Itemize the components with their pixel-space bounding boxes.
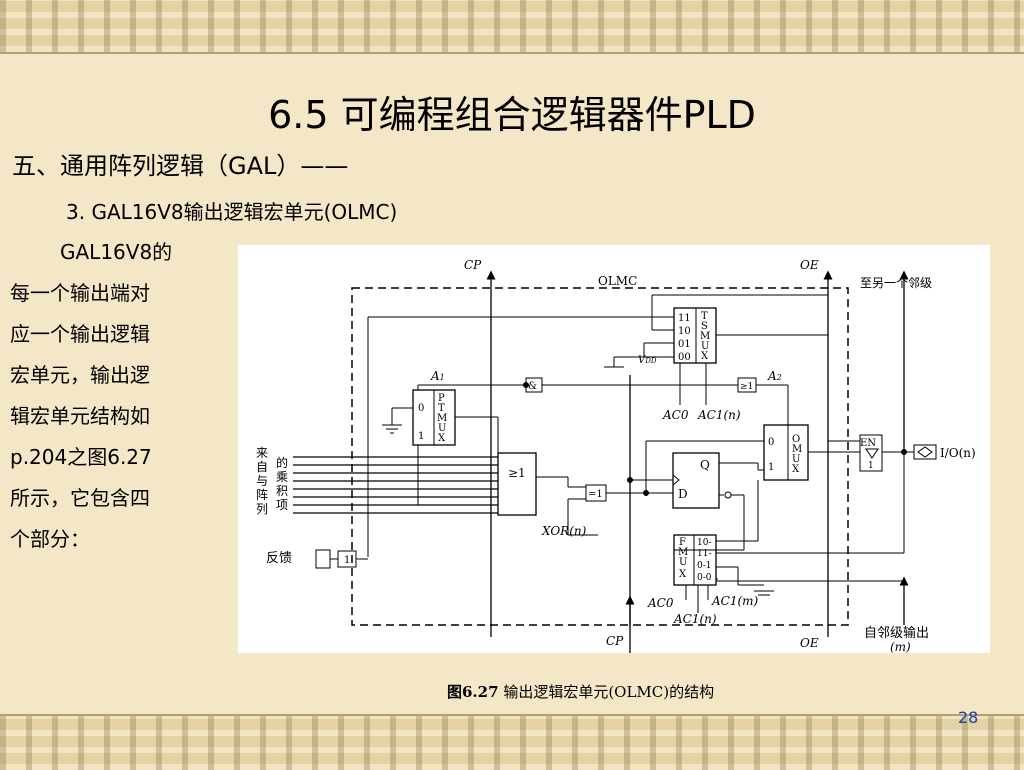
cp-top-label: CP <box>464 258 482 272</box>
fmux-in: 0-0 <box>697 573 712 583</box>
oe-bottom-label: OE <box>800 636 819 650</box>
figure-caption: 图6.27 输出逻辑宏单元(OLMC)的结构 <box>447 681 714 702</box>
paragraph-line: 所示，它包含四 <box>10 486 150 510</box>
neighbor-out-m: (m) <box>890 640 911 653</box>
a2-gate-label: ≥1 <box>740 382 753 392</box>
bottom-border <box>0 714 1024 770</box>
paragraph-line: 个部分： <box>10 527 90 551</box>
ff-q-label: Q <box>700 458 710 472</box>
top-border <box>0 0 1024 54</box>
ptmux-letter: U <box>438 423 446 434</box>
tsmux-in-11: 11 <box>678 313 691 324</box>
fmux-letter: M <box>678 547 688 558</box>
caption-text: 输出逻辑宏单元(OLMC)的结构 <box>498 683 715 701</box>
olmc-diagram: OLMC CP CP OE OE 至另一个邻级 11 10 01 00 T S … <box>256 258 976 653</box>
xor-gate-label: =1 <box>588 489 603 500</box>
fmux-letter: U <box>679 557 687 568</box>
vdd-label: VDD <box>638 355 657 366</box>
fmux-letter: X <box>679 569 687 580</box>
ac0-label: AC0 <box>662 408 689 422</box>
page-number: 28 <box>958 708 979 727</box>
pt-char: 乘 <box>276 470 288 484</box>
pt-char: 列 <box>256 502 268 516</box>
pt-char: 阵 <box>256 488 268 502</box>
next-stage-label: 至另一个邻级 <box>860 276 932 290</box>
tsmux-in-10: 10 <box>678 326 691 337</box>
tsmux-letter: U <box>701 341 709 352</box>
oe-top-label: OE <box>800 258 819 272</box>
feedback-label: 反馈 <box>266 551 292 566</box>
olmc-figure: OLMC CP CP OE OE 至另一个邻级 11 10 01 00 T S … <box>238 245 990 653</box>
ac1n-b-label: AC1(n) <box>673 612 717 626</box>
caption-label: 图6.27 <box>447 683 499 701</box>
fmux-in: 10- <box>697 538 712 548</box>
fmux-in: 0-1 <box>697 561 712 571</box>
pt-char: 积 <box>276 484 288 498</box>
omux-letter: X <box>792 464 800 475</box>
feedback-gate-label: 1 <box>344 555 350 566</box>
and-gate-label: & <box>528 381 537 392</box>
a1-label: A1 <box>430 369 445 383</box>
ptmux-in-0: 0 <box>418 403 424 414</box>
body-paragraph: GAL16V8的 每一个输出端对 应一个输出逻辑 宏单元，输出逻 辑宏单元结构如… <box>10 232 230 560</box>
feedback-pin <box>315 549 331 569</box>
or-gate <box>497 452 537 516</box>
section-heading: 五、通用阵列逻辑（GAL）—— <box>12 152 349 180</box>
ac1n-label: AC1(n) <box>697 408 741 422</box>
paragraph-line: p.204之图6.27 <box>10 445 152 469</box>
paragraph-line: GAL16V8的 <box>60 240 173 264</box>
olmc-label: OLMC <box>598 274 637 288</box>
tsmux-letter: T <box>701 311 708 322</box>
ptmux-letter: P <box>438 393 445 404</box>
tsmux-letter: X <box>701 351 709 362</box>
ptmux-letter: T <box>438 403 445 414</box>
neighbor-out-label: 自邻级输出 <box>864 625 929 641</box>
pt-char: 的 <box>276 455 288 470</box>
ff-d-label: D <box>678 487 688 501</box>
io-pin <box>913 444 937 460</box>
a2-label: A2 <box>767 369 782 383</box>
subsection-heading: 3. GAL16V8输出逻辑宏单元(OLMC) <box>66 200 398 224</box>
cp-bottom-label: CP <box>606 634 624 648</box>
tsmux-in-01: 01 <box>678 339 691 350</box>
omux-in-1: 1 <box>768 462 774 473</box>
fmux-box <box>673 534 717 586</box>
omux-in-0: 0 <box>768 437 774 448</box>
omux-letter: O <box>792 434 800 445</box>
ac0-b-label: AC0 <box>647 596 674 610</box>
tsmux-letter: M <box>700 331 710 342</box>
pt-char: 与 <box>256 474 268 488</box>
ptmux-in-1: 1 <box>418 431 424 442</box>
io-label: I/O(n) <box>940 446 976 460</box>
pt-char: 来 <box>256 446 268 460</box>
fmux-in: 11- <box>697 549 712 559</box>
fmux-letter: F <box>679 537 686 548</box>
en-buf-label: 1 <box>868 461 874 471</box>
paragraph-line: 应一个输出逻辑 <box>10 322 150 346</box>
tsmux-letter: S <box>701 321 708 332</box>
pt-char: 自 <box>256 460 268 474</box>
omux-letter: U <box>792 454 800 465</box>
en-label: EN <box>860 438 876 449</box>
paragraph-line: 辑宏单元结构如 <box>10 404 150 428</box>
xor-label: XOR(n) <box>541 524 587 538</box>
or-gate-label: ≥1 <box>508 466 526 480</box>
paragraph-line: 每一个输出端对 <box>10 281 150 305</box>
ac1m-label: AC1(m) <box>711 594 759 608</box>
paragraph-line: 宏单元，输出逻 <box>10 363 150 387</box>
omux-letter: M <box>792 444 802 455</box>
tsmux-in-00: 00 <box>678 352 691 363</box>
ptmux-letter: M <box>437 413 447 424</box>
output-buffer <box>859 434 883 472</box>
slide-title: 6.5 可编程组合逻辑器件PLD <box>268 93 756 137</box>
pt-char: 项 <box>276 498 288 512</box>
ptmux-letter: X <box>438 433 446 444</box>
